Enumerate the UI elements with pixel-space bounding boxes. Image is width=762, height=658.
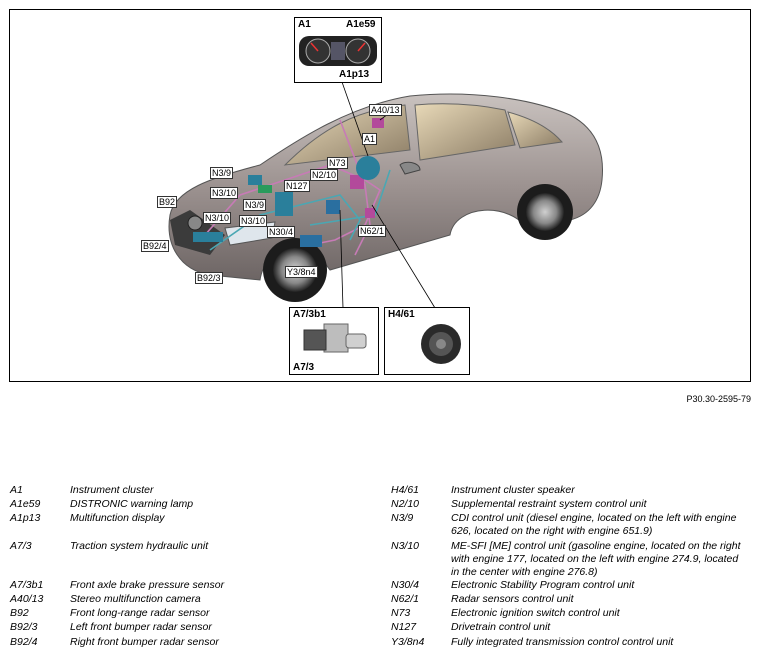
inset-label-a1: A1 xyxy=(298,19,311,30)
legend-code: A1e59 xyxy=(10,498,40,511)
legend-description: Electronic ignition switch control unit xyxy=(451,607,743,620)
legend-code: N127 xyxy=(391,621,416,634)
figure-reference: P30.30-2595-79 xyxy=(686,394,751,404)
callout-b92-4: B92/4 xyxy=(141,240,169,252)
vehicle-component-figure: A40/13 A1 N73 N2/10 N3/9 N3/10 N127 N3/9… xyxy=(9,9,751,382)
legend-description: DISTRONIC warning lamp xyxy=(70,498,370,511)
legend-description: Drivetrain control unit xyxy=(451,621,743,634)
callout-n3-10-top: N3/10 xyxy=(210,187,238,199)
inset-instrument-cluster: A1 A1e59 A1p13 xyxy=(294,17,382,83)
legend-code: N62/1 xyxy=(391,593,419,606)
rear-wheel xyxy=(517,184,573,240)
legend-description: Stereo multifunction camera xyxy=(70,593,370,606)
inset-speaker: H4/61 xyxy=(384,307,470,375)
legend-code: A1 xyxy=(10,484,23,497)
legend-code: A40/13 xyxy=(10,593,43,606)
legend-code: A7/3b1 xyxy=(10,579,43,592)
inset-label-a7-3: A7/3 xyxy=(293,362,314,373)
callout-b92: B92 xyxy=(157,196,177,208)
callout-n127: N127 xyxy=(284,180,310,192)
legend-code: N73 xyxy=(391,607,410,620)
legend-code: N3/10 xyxy=(391,540,419,553)
callout-n3-9-mid: N3/9 xyxy=(243,199,266,211)
callout-n3-10-low: N3/10 xyxy=(239,215,267,227)
instrument-cluster-image xyxy=(295,32,381,72)
legend-code: N3/9 xyxy=(391,512,413,525)
callout-n2-10: N2/10 xyxy=(310,169,338,181)
legend-code: A1p13 xyxy=(10,512,40,525)
inset-hydraulic-unit: A7/3b1 A7/3 xyxy=(289,307,379,375)
inset-label-a1e59: A1e59 xyxy=(346,19,375,30)
legend-code: B92 xyxy=(10,607,29,620)
callout-a1: A1 xyxy=(362,133,377,145)
legend-description: Fully integrated transmission control co… xyxy=(451,636,743,649)
legend-description: Traction system hydraulic unit xyxy=(70,540,370,553)
callout-n73: N73 xyxy=(327,157,348,169)
legend-description: ME-SFI [ME] control unit (gasoline engin… xyxy=(451,540,743,579)
legend-description: Right front bumper radar sensor xyxy=(70,636,370,649)
legend-code: B92/4 xyxy=(10,636,37,649)
legend-description: Multifunction display xyxy=(70,512,370,525)
callout-a40-13: A40/13 xyxy=(369,104,402,116)
legend-description: Front long-range radar sensor xyxy=(70,607,370,620)
legend-description: Electronic Stability Program control uni… xyxy=(451,579,743,592)
legend-code: H4/61 xyxy=(391,484,419,497)
callout-b92-3: B92/3 xyxy=(195,272,223,284)
legend-code: N2/10 xyxy=(391,498,419,511)
callout-n3-9-top: N3/9 xyxy=(210,167,233,179)
legend-code: A7/3 xyxy=(10,540,32,553)
inset-label-a7-3b1: A7/3b1 xyxy=(293,309,326,320)
legend-description: Left front bumper radar sensor xyxy=(70,621,370,634)
legend-description: Instrument cluster speaker xyxy=(451,484,743,497)
speaker-icon xyxy=(385,314,469,374)
legend-description: Radar sensors control unit xyxy=(451,593,743,606)
callout-n30-4: N30/4 xyxy=(267,226,295,238)
legend-description: Front axle brake pressure sensor xyxy=(70,579,370,592)
callout-y3-8n4: Y3/8n4 xyxy=(285,266,318,278)
legend-description: Supplemental restraint system control un… xyxy=(451,498,743,511)
hydraulic-unit-image xyxy=(290,320,378,360)
legend-code: Y3/8n4 xyxy=(391,636,424,649)
legend-code: N30/4 xyxy=(391,579,419,592)
callout-n62-1: N62/1 xyxy=(358,225,386,237)
legend-description: CDI control unit (diesel engine, located… xyxy=(451,512,743,538)
inset-label-a1p13: A1p13 xyxy=(339,69,369,80)
callout-n3-10-mid: N3/10 xyxy=(203,212,231,224)
legend-description: Instrument cluster xyxy=(70,484,370,497)
legend-code: B92/3 xyxy=(10,621,37,634)
